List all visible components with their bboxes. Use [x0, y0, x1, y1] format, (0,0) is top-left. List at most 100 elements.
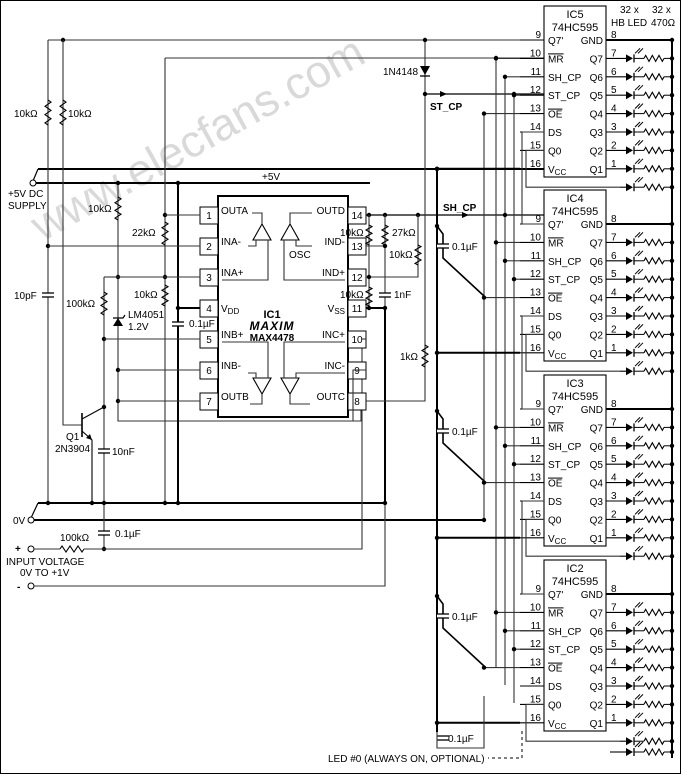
led-light-arrow-icon: [637, 694, 644, 700]
sr-pin-number: 13: [530, 473, 542, 484]
led-icon: [626, 663, 633, 672]
led-light-arrow-icon: [637, 509, 644, 515]
ic1-pin-label-v: VDD: [221, 304, 239, 316]
ic1-pin-number: 5: [206, 335, 212, 346]
led-light-arrow-icon: [637, 305, 644, 312]
junction-dot: [382, 500, 388, 506]
label-c_10nf: 10nF: [112, 447, 135, 458]
junction-dot: [502, 212, 508, 218]
resistor-470: [643, 645, 665, 654]
wire: [525, 518, 620, 557]
label-q1_part: 2N3904: [55, 444, 90, 455]
junction-dot: [502, 443, 508, 448]
terminal: [27, 582, 35, 590]
led-light-arrow-icon: [634, 509, 641, 515]
sr-pin-number: 7: [611, 417, 617, 428]
led-icon: [626, 682, 633, 690]
junction-dot: [422, 37, 428, 43]
led-light-arrow-icon: [634, 324, 641, 330]
label-r_ref: 10kΩ: [88, 204, 112, 215]
ic1-pin-number: 13: [351, 242, 363, 253]
resistor-470: [643, 72, 665, 81]
junction-dot: [669, 498, 675, 504]
led-icon: [626, 478, 633, 487]
wire: [248, 240, 257, 247]
ic1-pin-number: 14: [351, 211, 363, 222]
wire: [283, 341, 345, 378]
ic1-pin-number: 12: [351, 273, 363, 284]
junction-dot: [511, 462, 517, 467]
resistor-10k-ref: [113, 196, 123, 221]
led-icon: [626, 109, 633, 118]
sr-pin-label-q7: Q7: [590, 54, 604, 65]
label-q1: Q1: [66, 432, 80, 443]
sr-name: IC2: [566, 563, 583, 575]
zener-diode-icon: [113, 318, 123, 326]
zener-bar: [113, 314, 126, 319]
sr-pin-number: 4: [611, 288, 617, 299]
resistor-27k: [380, 224, 390, 246]
sr-pin-number: 16: [530, 159, 542, 170]
junction-dot: [162, 500, 168, 506]
junction-dot: [669, 480, 675, 485]
ic1-pin-label-inb+: INB+: [221, 330, 244, 341]
junction-dot: [493, 425, 499, 430]
resistor-10k-ina: [160, 284, 170, 307]
led-icon: [626, 441, 633, 450]
label-c_ic3: 0.1µF: [452, 427, 478, 438]
led-icon: [626, 146, 633, 155]
wire: [62, 40, 82, 426]
junction-dot: [382, 305, 388, 311]
sr-pin-label-mr: MR: [548, 608, 564, 619]
sr-pin-label-q4: Q4: [590, 664, 604, 675]
sr-pin-number: 6: [611, 436, 617, 447]
sh-cp-label: SH_CP: [443, 203, 477, 214]
junction-dot: [366, 274, 372, 280]
resistor-470: [643, 626, 665, 635]
ic1-pin-number: 11: [352, 304, 363, 315]
sr-pin-number: 2: [611, 509, 617, 520]
wire: [525, 149, 620, 188]
junction-dot: [434, 720, 440, 725]
ic1-pin-number: 9: [354, 366, 360, 377]
sr-pin-label-q5: Q5: [590, 275, 604, 286]
resistor-470: [643, 54, 665, 63]
junction-dot: [481, 517, 487, 523]
led-icon: [626, 460, 633, 469]
led-light-arrow-icon: [634, 103, 641, 109]
led-light-arrow-icon: [634, 158, 641, 165]
led0-note: LED #0 (ALWAYS ON, OPTIONAL): [328, 754, 485, 765]
wire: [252, 212, 263, 224]
led-light-arrow-icon: [634, 657, 641, 663]
label-r_22k: 22kΩ: [132, 228, 156, 239]
sr-pin-number: 12: [530, 269, 542, 280]
junction-dot: [115, 180, 121, 186]
ic1-name: IC1: [263, 309, 280, 321]
label-diode: 1N4148: [383, 67, 418, 78]
ic1-pin-number: 3: [206, 273, 212, 284]
junction-dot: [669, 406, 675, 412]
junction-dot: [511, 647, 517, 652]
sr-pin-label-sh_cp: SH_CP: [548, 442, 582, 453]
junction-dot: [669, 683, 675, 689]
transistor-q1-collector: [81, 406, 105, 420]
label-c_in: 0.1µF: [115, 529, 141, 540]
sr-pin-label-gnd: GND: [581, 220, 603, 231]
led-icon: [626, 626, 633, 635]
sr-pin-number: 9: [535, 214, 541, 225]
led-light-arrow-icon: [634, 176, 641, 183]
resistor-10k-a: [44, 99, 52, 126]
led-light-arrow-icon: [637, 84, 644, 91]
resistor-470: [643, 718, 665, 727]
sr-pin-number: 16: [530, 343, 542, 354]
junction-dot: [511, 277, 517, 282]
ic1-pin-number: 4: [206, 304, 212, 315]
junction-dot: [669, 443, 675, 448]
sr-pin-label-q2: Q2: [590, 330, 604, 341]
led-icon: [626, 330, 633, 339]
sr-pin-number: 4: [611, 658, 617, 669]
junction-dot: [481, 665, 487, 670]
resistor-470: [643, 700, 665, 709]
junction-dot: [669, 258, 675, 263]
